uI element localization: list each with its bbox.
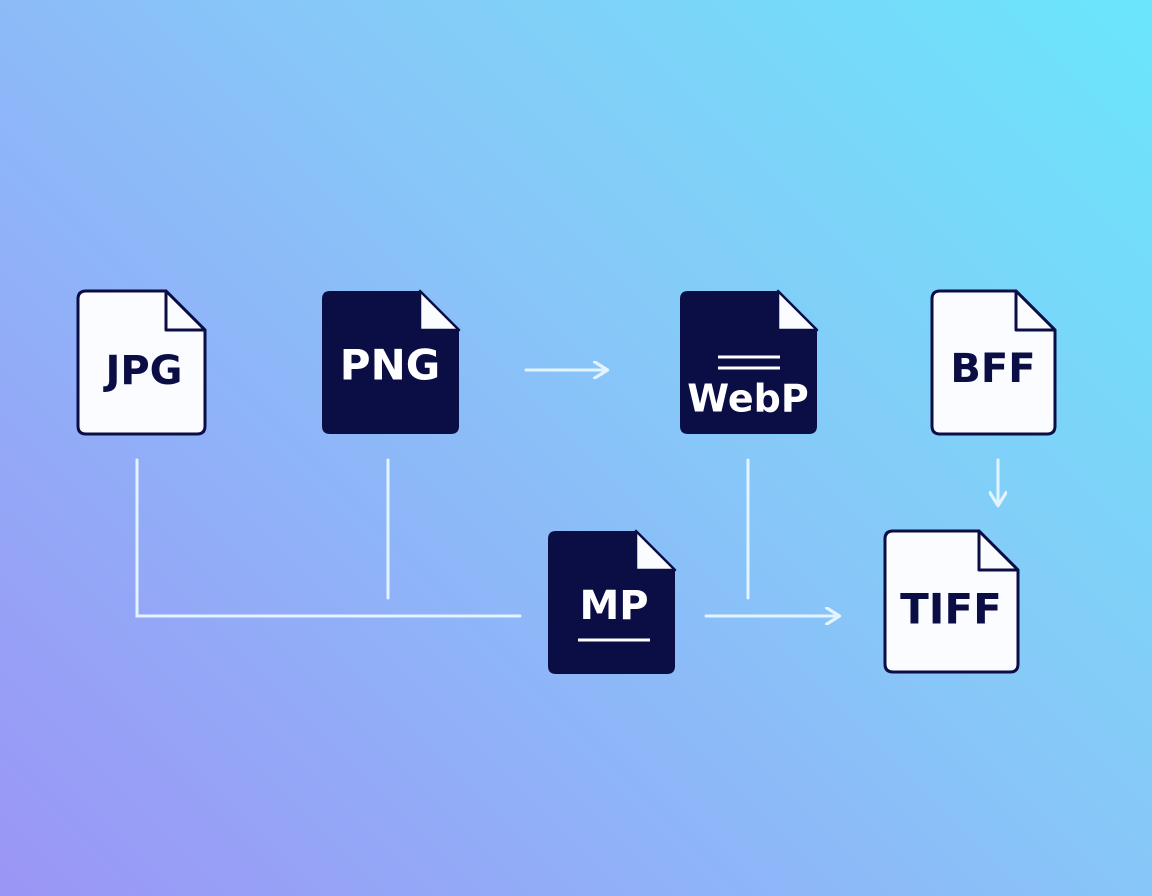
file-bff: BFF (930, 289, 1057, 436)
file-webp: WebP (680, 289, 819, 434)
file-tiff-label: TIFF (900, 585, 1002, 634)
connector-jpg-to-mp (135, 458, 522, 618)
file-tiff-fold (977, 529, 1020, 572)
file-png-label: PNG (340, 341, 440, 390)
file-mp: MP (548, 529, 677, 674)
file-tiff: TIFF (883, 529, 1020, 674)
file-jpg-label: JPG (102, 348, 182, 394)
file-png: PNG (322, 289, 461, 434)
file-bff-label: BFF (950, 346, 1035, 392)
file-jpg-fold (164, 289, 207, 332)
file-webp-label: WebP (687, 377, 808, 421)
file-mp-fold (634, 529, 677, 572)
connectors (135, 370, 998, 618)
file-mp-label: MP (579, 583, 648, 629)
file-webp-fold (776, 289, 819, 332)
file-jpg: JPG (76, 289, 207, 436)
file-png-fold (418, 289, 461, 332)
file-bff-fold (1014, 289, 1057, 332)
